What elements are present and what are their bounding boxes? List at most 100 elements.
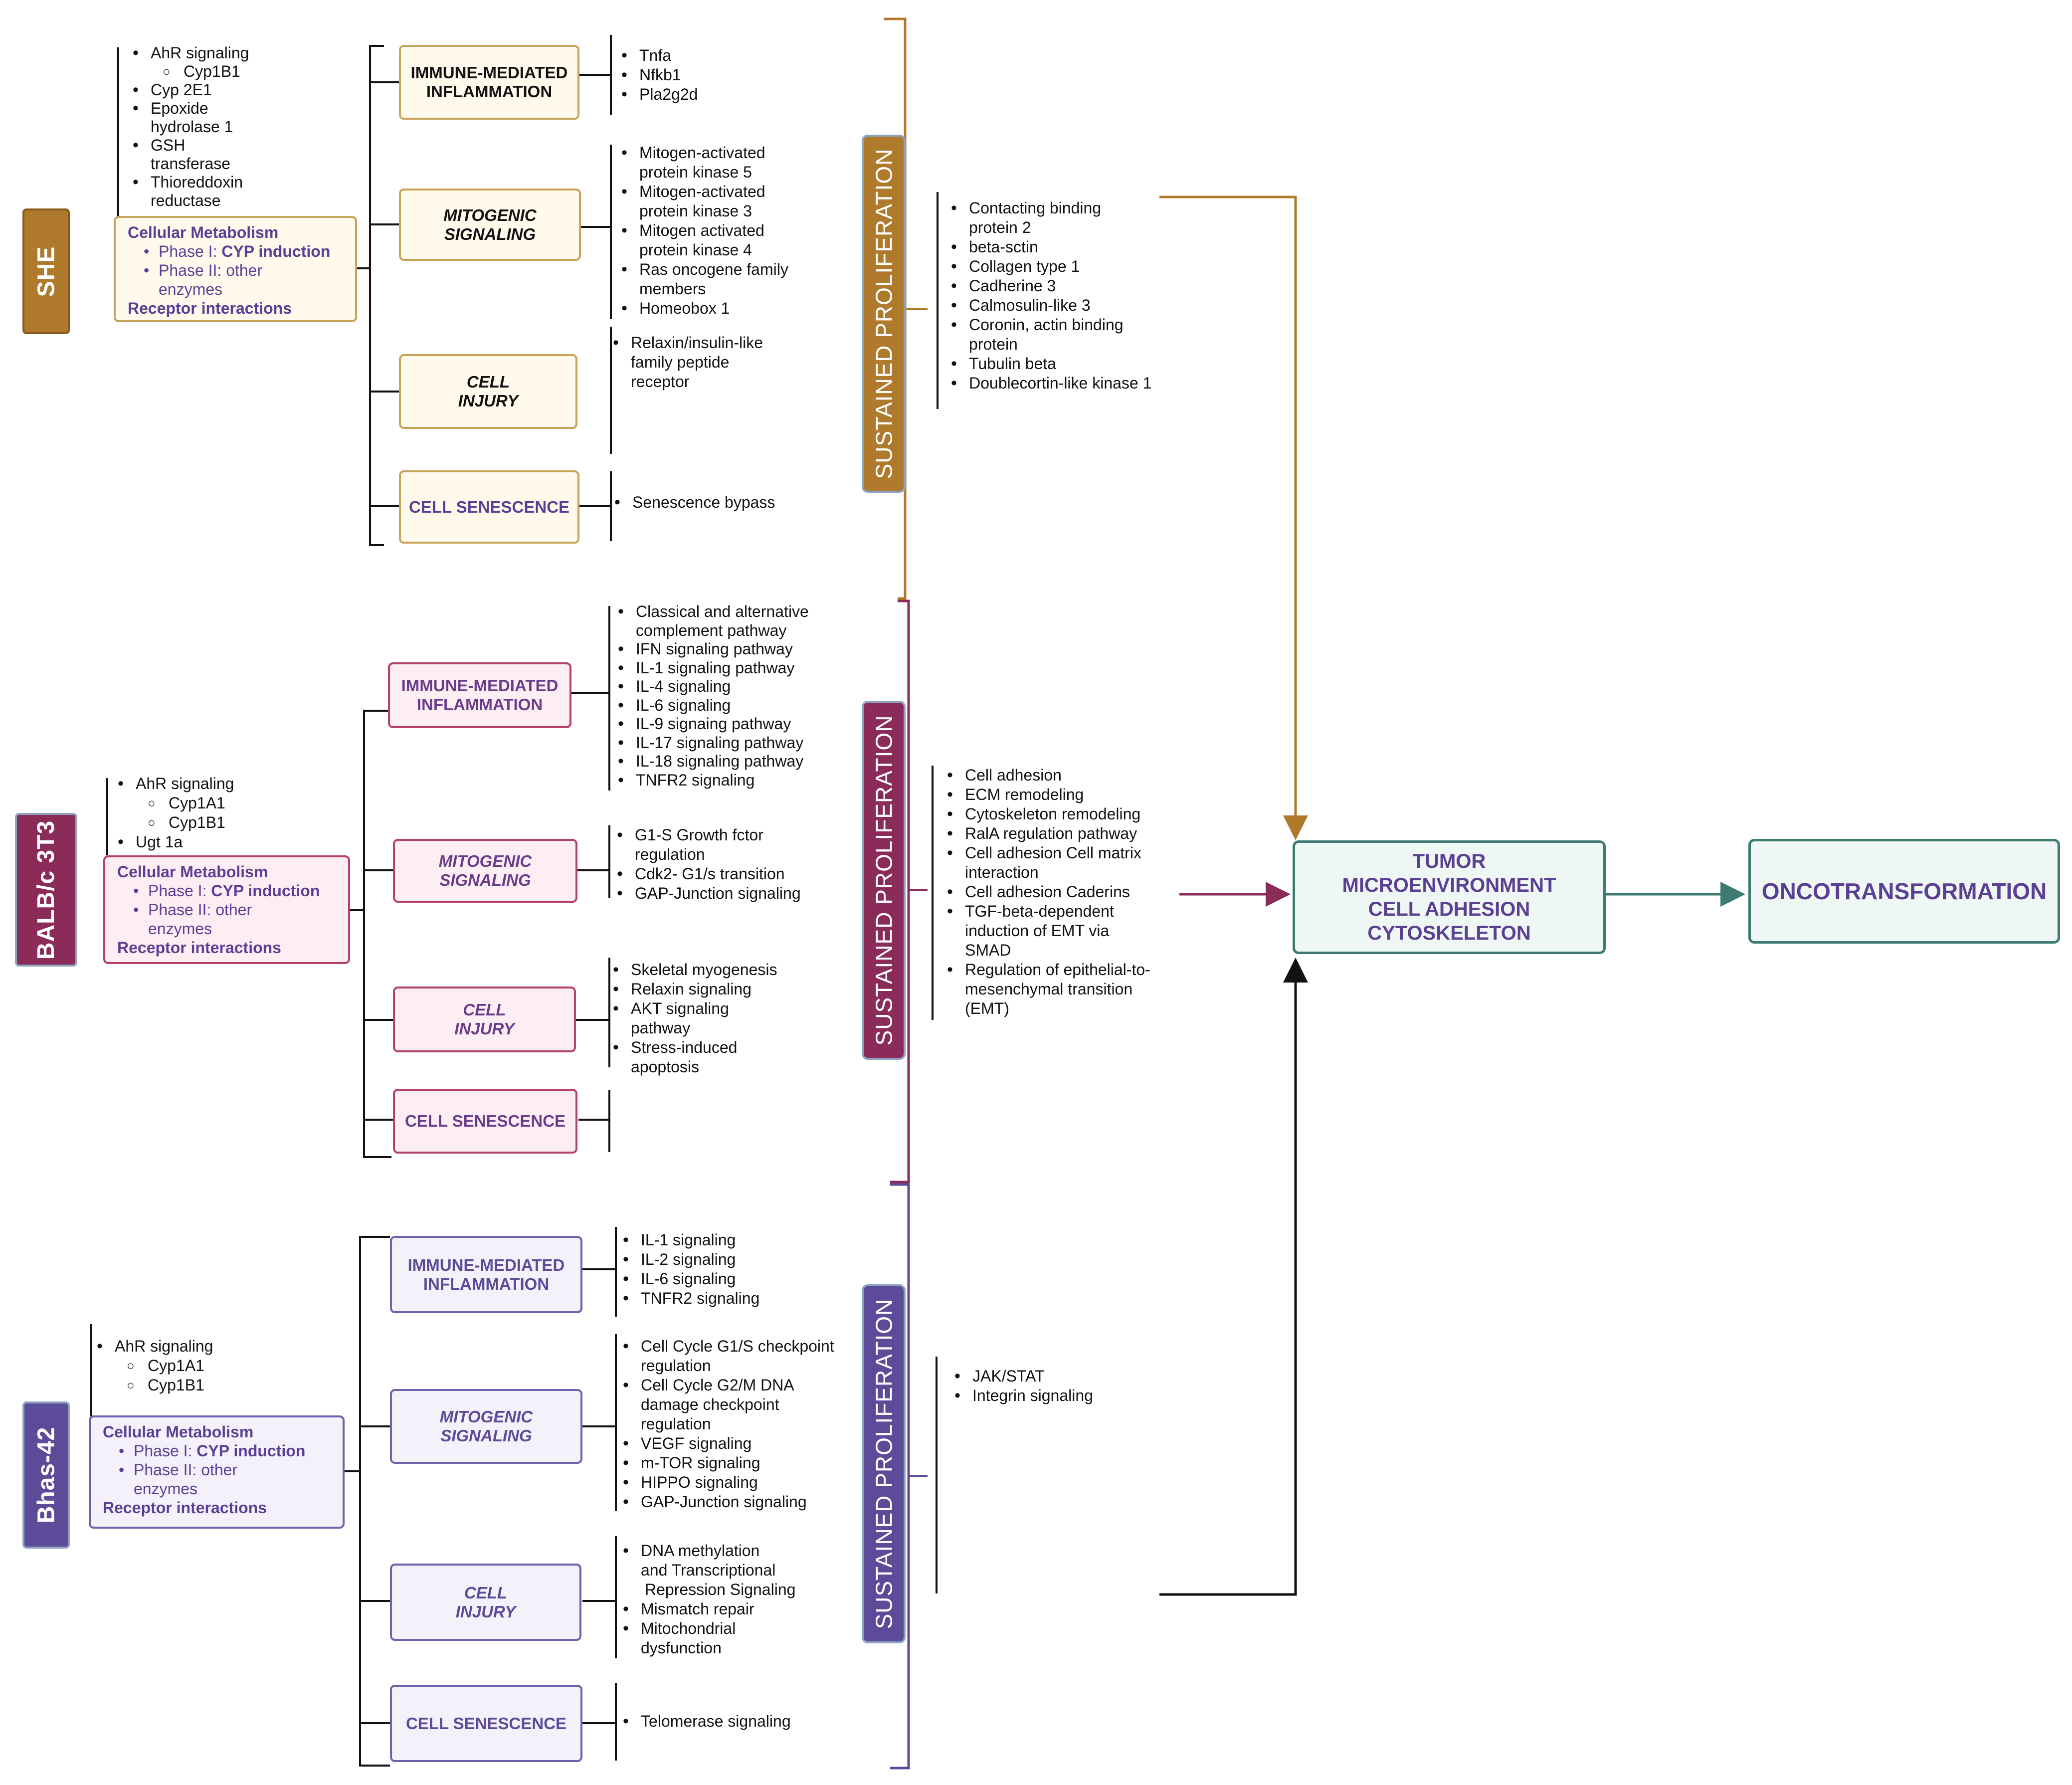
cm-receptor: Receptor interactions: [103, 1499, 267, 1517]
box-text: IMMUNE-MEDIATED INFLAMMATION: [401, 676, 559, 714]
cm-title: Cellular Metabolism: [128, 223, 279, 241]
list-item: Nfkb1: [619, 65, 799, 85]
list-item: TNFR2 signaling: [621, 1289, 830, 1308]
list-item: protein: [969, 335, 1018, 353]
list-item: IL-6 signaling: [616, 696, 850, 715]
list-item: m-TOR signaling: [621, 1453, 860, 1473]
list-item: Cell adhesion: [945, 766, 1184, 785]
list-item: damage checkpoint: [641, 1395, 779, 1413]
list-item: Homeobox 1: [619, 299, 839, 318]
cm-phase1-bold: CYP induction: [221, 242, 331, 260]
list-item: Regulation of epithelial-to-: [945, 960, 1184, 980]
list-item: Integrin signaling: [952, 1386, 1162, 1405]
list-item: AhR signaling: [131, 44, 280, 62]
list-item: members: [639, 280, 706, 298]
list-item: beta-sctin: [949, 237, 1178, 257]
list-item: Coronin, actin binding: [949, 315, 1178, 335]
list-item: IL-2 signaling: [621, 1250, 830, 1269]
list-item: Classical and alternative: [616, 602, 850, 621]
list-item: Cdk2- G1/s transition: [615, 864, 849, 884]
list-item: Relaxin/insulin-like: [611, 333, 810, 353]
list-item: IL-9 signaing pathway: [616, 715, 850, 734]
balb-mitogenic-box: MITOGENIC SIGNALING: [393, 839, 577, 903]
list-item: GAP-Junction signaling: [621, 1492, 860, 1512]
balb-sp-bracket: [890, 599, 910, 1184]
list-item: Telomerase signaling: [621, 1712, 840, 1731]
bhas-mitogenic-items: Cell Cycle G1/S checkpoint regulation Ce…: [621, 1337, 860, 1512]
sp-text: SUSTAINED PROLIFERATION: [871, 715, 897, 1046]
bhas-injury-items-bar: [582, 1536, 617, 1658]
bhas-cellular-metabolism: Cellular Metabolism Phase I: CYP inducti…: [89, 1415, 345, 1529]
box-text: CELL SENESCENCE: [404, 1112, 566, 1130]
list-item: protein kinase 3: [639, 202, 752, 220]
list-item: IFN signaling pathway: [616, 640, 850, 659]
list-item: Mismatch repair: [621, 1599, 840, 1619]
list-item: Ras oncogene family: [619, 260, 839, 279]
sp-text: SUSTAINED PROLIFERATION: [871, 148, 897, 479]
bhas-senescence-items-bar: [582, 1683, 617, 1761]
list-item: AKT signaling: [611, 999, 830, 1018]
box-text: CELL SENESCENCE: [405, 1714, 567, 1733]
list-item: GSH: [131, 136, 280, 155]
bhas-arrow: [1159, 958, 1308, 1596]
balb-injury-box: CELL INJURY: [393, 987, 576, 1052]
list-item: Mitochondrial: [621, 1619, 840, 1638]
list-item: IL-6 signaling: [621, 1269, 830, 1289]
cm-phase1: Phase I: CYP induction: [103, 1441, 331, 1460]
balb-label: BALB/c 3T3: [15, 813, 77, 967]
bhas-immune-items: IL-1 signaling IL-2 signaling IL-6 signa…: [621, 1230, 830, 1308]
list-item: family peptide: [631, 353, 730, 371]
balb-sustained-proliferation: SUSTAINED PROLIFERATION: [862, 701, 906, 1060]
cm-phase1: Phase I: CYP induction: [117, 881, 336, 900]
list-item: Mitogen activated: [619, 221, 839, 240]
balb-outcome-items: Cell adhesion ECM remodeling Cytoskeleto…: [945, 766, 1184, 1018]
list-item: SMAD: [965, 941, 1011, 959]
she-cellular-metabolism: Cellular Metabolism Phase I: CYP inducti…: [114, 216, 357, 322]
cm-phase1-bold: CYP induction: [211, 882, 320, 900]
list-item: reductase: [151, 192, 221, 209]
list-item: (EMT): [965, 999, 1009, 1017]
list-item: interaction: [965, 863, 1039, 881]
cm-phase1-prefix: Phase I:: [134, 1442, 197, 1460]
list-item: transferase: [151, 155, 231, 173]
she-immune-box: IMMUNE-MEDIATED INFLAMMATION: [399, 45, 579, 120]
she-senescence-items: Senescence bypass: [612, 493, 812, 512]
list-item: complement pathway: [636, 621, 787, 639]
cm-phase1-prefix: Phase I:: [159, 242, 222, 260]
cm-title: Cellular Metabolism: [103, 1423, 254, 1441]
list-item: Cyp1B1: [131, 62, 280, 81]
list-item: G1-S Growth fctor: [615, 825, 849, 845]
list-item: VEGF signaling: [621, 1434, 860, 1453]
she-immune-items-bar: [578, 35, 612, 115]
bhas-sustained-proliferation: SUSTAINED PROLIFERATION: [862, 1284, 906, 1643]
she-label: SHE: [22, 208, 70, 334]
list-item: Cyp1A1: [116, 793, 265, 813]
box-text: MITOGENIC SIGNALING: [438, 852, 532, 889]
list-item: hydrolase 1: [151, 118, 233, 136]
box-text: MITOGENIC SIGNALING: [439, 1407, 533, 1445]
list-item: protein kinase 5: [639, 163, 752, 181]
list-item: Contacting binding: [949, 198, 1178, 218]
cm-phase1: Phase I: CYP induction: [128, 242, 343, 261]
she-injury-box: CELL INJURY: [399, 354, 577, 429]
cm-phase2-line1: Phase II: other: [148, 901, 252, 919]
list-item: Skeletal myogenesis: [611, 960, 830, 980]
list-item: GAP-Junction signaling: [615, 884, 849, 903]
box-text: CELL INJURY: [454, 1000, 515, 1038]
she-senescence-items-bar: [578, 471, 612, 541]
tumor-box-text: TUMOR MICROENVIRONMENT CELL ADHESION CYT…: [1342, 850, 1556, 944]
list-item: Mitogen-activated: [619, 143, 839, 163]
balb-injury-items: Skeletal myogenesis Relaxin signaling AK…: [611, 960, 830, 1077]
onco-box-text: ONCOTRANSFORMATION: [1761, 878, 2047, 904]
list-item: Cyp1B1: [116, 813, 265, 832]
cm-phase1-bold: CYP induction: [196, 1442, 306, 1460]
she-label-text: SHE: [33, 246, 60, 297]
balb-metabolism-list: AhR signaling Cyp1A1 Cyp1B1 Ugt 1a: [116, 774, 265, 852]
she-mitogenic-items: Mitogen-activated protein kinase 5 Mitog…: [619, 143, 839, 318]
list-item: protein 2: [969, 218, 1031, 236]
list-item: pathway: [631, 1019, 691, 1037]
list-item: Cell adhesion Caderins: [945, 882, 1184, 902]
balb-mitogenic-items: G1-S Growth fctor regulation Cdk2- G1/s …: [615, 825, 849, 903]
list-item: ECM remodeling: [945, 785, 1184, 804]
list-item: Tnfa: [619, 46, 799, 65]
